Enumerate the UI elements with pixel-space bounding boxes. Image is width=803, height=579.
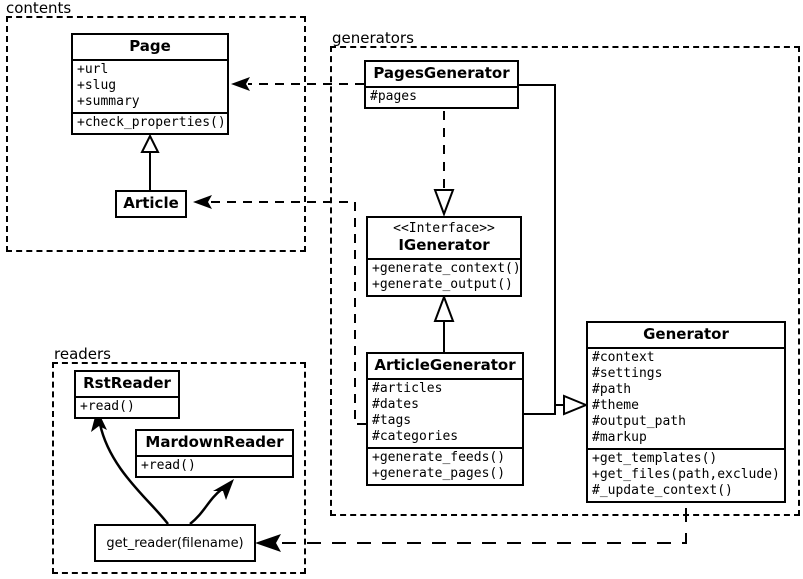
class-box-pages-generator[interactable]: PagesGenerator #pages <box>364 60 519 109</box>
method-row: +get_files(path,exclude) <box>592 467 780 482</box>
class-methods-rst-reader: +read() <box>76 396 178 417</box>
method-row: +read() <box>141 458 196 473</box>
attribute-row: #articles <box>372 381 443 396</box>
function-box-get-reader[interactable]: get_reader(filename) <box>94 524 256 562</box>
method-row: #_update_context() <box>592 483 733 498</box>
class-attributes-page: +url +slug +summary <box>73 59 227 112</box>
class-attributes-article-generator: #articles #dates #tags #categories <box>368 378 522 447</box>
attribute-row: #path <box>592 382 632 397</box>
class-methods-article-generator: +generate_feeds() +generate_pages() <box>368 447 522 484</box>
attribute-row: #categories <box>372 429 459 444</box>
attribute-row: +summary <box>77 94 140 109</box>
attribute-row: #markup <box>592 430 647 445</box>
method-row: +generate_feeds() <box>372 450 506 465</box>
class-box-rst-reader[interactable]: RstReader +read() <box>74 370 180 419</box>
class-methods-mardown-reader: +read() <box>137 455 292 476</box>
attribute-row: #pages <box>370 89 417 104</box>
class-name-generator: Generator <box>643 325 729 343</box>
attribute-row: #theme <box>592 398 639 413</box>
attribute-row: #dates <box>372 397 419 412</box>
method-row: +generate_output() <box>372 277 513 292</box>
package-label-contents: contents <box>4 0 74 17</box>
class-box-article[interactable]: Article <box>115 190 187 218</box>
attribute-row: #output_path <box>592 414 686 429</box>
class-name-article-generator: ArticleGenerator <box>374 356 516 374</box>
class-name-mardown-reader: MardownReader <box>145 433 284 451</box>
attribute-row: +slug <box>77 78 117 93</box>
class-box-igenerator[interactable]: <<Interface>> IGenerator +generate_conte… <box>366 216 522 297</box>
class-box-article-generator[interactable]: ArticleGenerator #articles #dates #tags … <box>366 352 524 486</box>
class-name-igenerator: IGenerator <box>398 236 490 254</box>
class-attributes-pages-generator: #pages <box>366 86 517 107</box>
class-attributes-generator: #context #settings #path #theme #output_… <box>588 347 784 448</box>
class-name-article: Article <box>123 194 179 212</box>
class-name-rst-reader: RstReader <box>83 374 171 392</box>
class-box-page[interactable]: Page +url +slug +summary +check_properti… <box>71 33 229 135</box>
class-methods-generator: +get_templates() +get_files(path,exclude… <box>588 448 784 501</box>
attribute-row: #settings <box>592 366 663 381</box>
method-row: +generate_pages() <box>372 466 506 481</box>
attribute-row: +url <box>77 62 109 77</box>
function-label-get-reader: get_reader(filename) <box>106 535 244 551</box>
class-methods-page: +check_properties() <box>73 112 227 133</box>
package-frame-readers <box>52 362 306 574</box>
method-row: +generate_context() <box>372 261 521 276</box>
package-label-generators: generators <box>330 29 416 47</box>
class-methods-igenerator: +generate_context() +generate_output() <box>368 258 521 295</box>
class-name-pages-generator: PagesGenerator <box>373 64 510 82</box>
attribute-row: #context <box>592 350 655 365</box>
package-frame-contents <box>6 16 306 252</box>
class-name-page: Page <box>129 37 171 55</box>
package-label-readers: readers <box>52 345 113 363</box>
method-row: +read() <box>80 399 135 414</box>
method-row: +get_templates() <box>592 451 718 466</box>
method-row: +check_properties() <box>77 115 226 130</box>
attribute-row: #tags <box>372 413 412 428</box>
class-box-generator[interactable]: Generator #context #settings #path #them… <box>586 321 786 503</box>
class-box-mardown-reader[interactable]: MardownReader +read() <box>135 429 294 478</box>
class-stereotype-igenerator: <<Interface>> IGenerator <box>368 218 520 258</box>
